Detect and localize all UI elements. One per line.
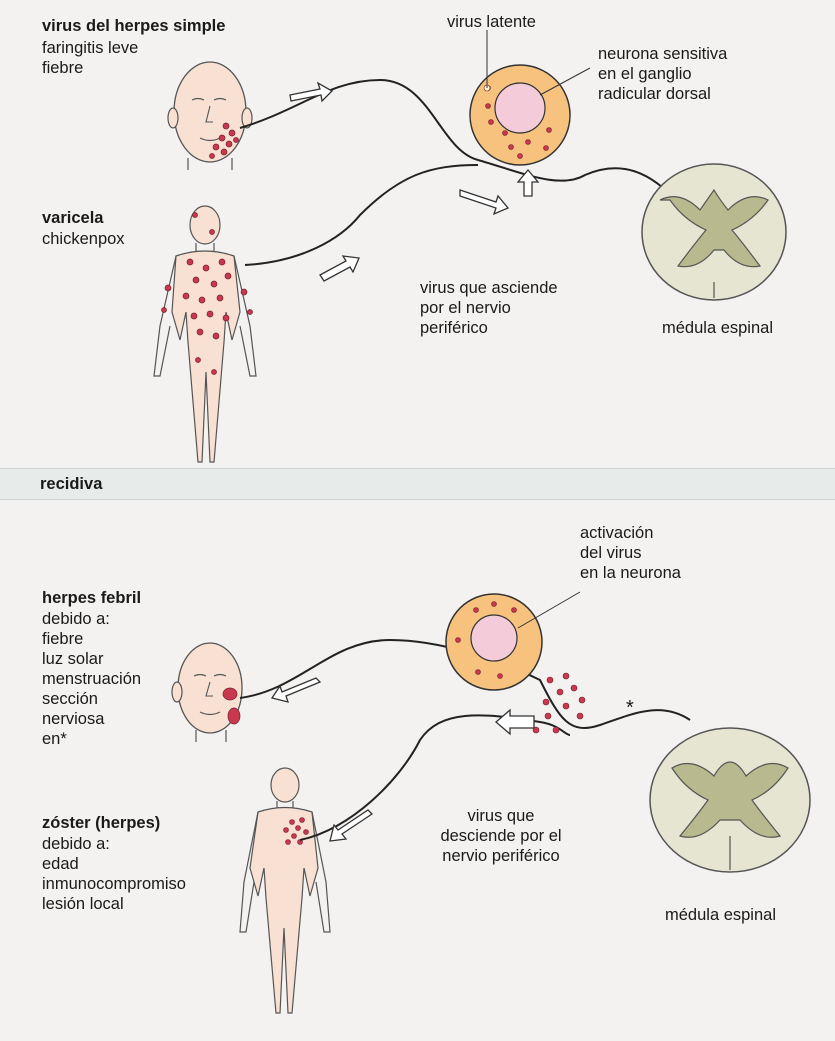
- body-zoster-illustration: [240, 768, 330, 1013]
- varicella-subtitle: chickenpox: [42, 229, 125, 249]
- zoster-causes: debido a: edad inmunocompromiso lesión l…: [42, 834, 186, 914]
- recurrence-title: recidiva: [40, 474, 102, 494]
- spinal-cord-label-bottom: médula espinal: [665, 905, 776, 925]
- ascending-virus-label: virus que asciende por el nervio perifér…: [420, 278, 558, 338]
- activation-label: activación del virus en la neurona: [580, 523, 681, 583]
- descending-virus-label: virus que desciende por el nervio perifé…: [426, 806, 576, 866]
- body-varicella-illustration: [154, 206, 256, 462]
- varicella-title: varicela: [42, 208, 103, 228]
- cold-sore-title: herpes febril: [42, 588, 141, 608]
- hsv-symptoms: faringitis leve fiebre: [42, 38, 138, 78]
- face-hsv-illustration: [168, 62, 252, 170]
- transection-asterisk: *: [626, 698, 634, 718]
- cold-sore-causes: debido a: fiebre luz solar menstruación …: [42, 609, 141, 749]
- sensory-neuron-label: neurona sensitiva en el ganglio radicula…: [598, 44, 727, 104]
- neuron-bottom: [446, 594, 585, 733]
- spinal-cord-bottom: [650, 728, 810, 872]
- nerve-fibers-top: [240, 80, 680, 265]
- hsv-title: virus del herpes simple: [42, 16, 225, 36]
- spinal-cord-label-top: médula espinal: [662, 318, 773, 338]
- neuron-top: [470, 65, 570, 165]
- latent-virus-label: virus latente: [447, 12, 536, 32]
- zoster-title: zóster (herpes): [42, 813, 160, 833]
- face-cold-sore-illustration: [172, 643, 242, 742]
- spinal-cord-top: [642, 164, 786, 300]
